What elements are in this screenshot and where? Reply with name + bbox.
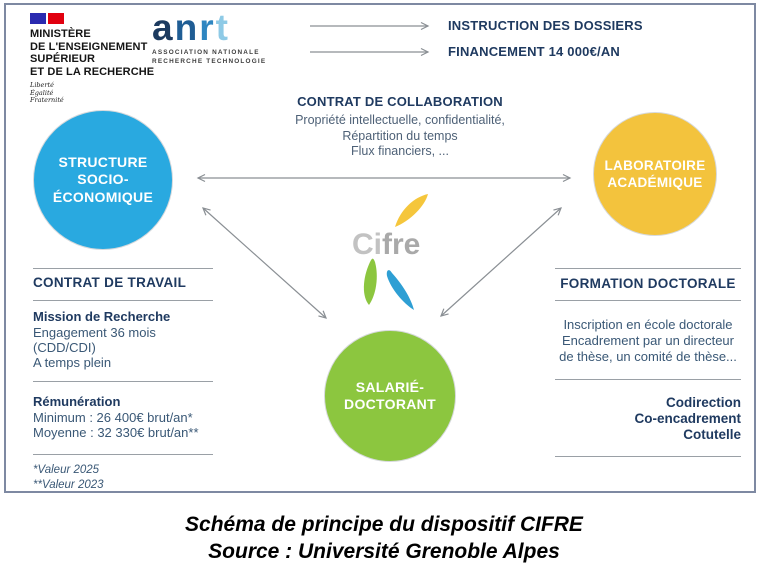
footnote: *Valeur 2025: [33, 464, 100, 476]
flag-red-block: [48, 13, 64, 24]
anrt-subtitle-line: ASSOCIATION NATIONALE: [152, 49, 260, 56]
formation-doctorale-title: FORMATION DOCTORALE: [560, 276, 736, 291]
divider: [33, 268, 213, 269]
remuneration-title: Rémunération: [33, 394, 121, 409]
divider: [33, 454, 213, 455]
figure-caption: Schéma de principe du dispositif CIFRE S…: [0, 511, 768, 565]
anrt-letter: t: [215, 7, 230, 48]
divider: [555, 379, 741, 380]
formation-option: Cotutelle: [683, 427, 741, 442]
anrt-subtitle-line: RECHERCHE TECHNOLOGIE: [152, 57, 267, 65]
mission-line: Engagement 36 mois: [33, 325, 156, 340]
anrt-wordmark: anrt: [152, 7, 266, 48]
ministry-name-line: SUPÉRIEUR: [30, 53, 96, 65]
formation-line: Encadrement par un directeur: [562, 333, 734, 348]
ministry-motto: Liberté Égalité Fraternité: [30, 81, 154, 105]
divider: [33, 300, 213, 301]
flag-blue-block: [30, 13, 46, 24]
mission-line: A temps plein: [33, 355, 112, 370]
node-label-line: ÉCONOMIQUE: [52, 188, 154, 205]
divider: [555, 300, 741, 301]
ministry-name-line: DE L'ENSEIGNEMENT: [30, 40, 148, 53]
label-financement: FINANCEMENT 14 000€/AN: [448, 44, 620, 59]
formation-line: de thèse, un comité de thèse...: [559, 349, 737, 364]
anrt-letter: n: [174, 7, 200, 48]
formation-option: Codirection: [665, 395, 741, 410]
caption-title: Schéma de principe du dispositif CIFRE: [185, 513, 583, 536]
collaboration-line: Propriété intellectuelle, confidentialit…: [295, 113, 505, 127]
collaboration-line: Flux financiers, ...: [351, 144, 449, 158]
divider: [33, 381, 213, 382]
node-label-line: LABORATOIRE: [604, 158, 706, 173]
motto-line: Liberté: [30, 81, 54, 89]
formation-option: Co-encadrement: [634, 411, 741, 426]
node-label-line: DOCTORANT: [344, 396, 436, 412]
node-label-line: SALARIÉ-: [355, 378, 425, 395]
anrt-subtitle: ASSOCIATION NATIONALE RECHERCHE TECHNOLO…: [152, 49, 266, 66]
divider: [555, 456, 741, 457]
cifre-petal-yellow: [395, 194, 428, 227]
anrt-logo: anrt ASSOCIATION NATIONALE RECHERCHE TEC…: [152, 7, 266, 66]
node-label-line: STRUCTURE: [58, 153, 148, 170]
node-salarie-doctorant: SALARIÉ- DOCTORANT: [324, 330, 456, 462]
collaboration-line: Répartition du temps: [342, 128, 458, 143]
cifre-logo: Cifre: [352, 194, 428, 310]
anrt-letter: r: [199, 7, 216, 48]
remuneration-line: Moyenne : 32 330€ brut/an**: [33, 425, 199, 440]
node-structure-socio-economique: STRUCTURE SOCIO- ÉCONOMIQUE: [33, 110, 173, 250]
node-label-line: ACADÉMIQUE: [607, 175, 703, 190]
cifre-wordmark: Cifre: [352, 228, 420, 261]
footnote: **Valeur 2023: [33, 479, 104, 491]
ministry-logo: MINISTÈRE DE L'ENSEIGNEMENT SUPÉRIEUR ET…: [30, 13, 154, 105]
contrat-collaboration-title: CONTRAT DE COLLABORATION: [297, 94, 503, 109]
divider: [555, 268, 741, 269]
motto-line: Fraternité: [30, 96, 64, 104]
ministry-name: MINISTÈRE DE L'ENSEIGNEMENT SUPÉRIEUR ET…: [30, 28, 154, 78]
french-flag-icon: [30, 13, 154, 24]
formation-line: Inscription en école doctorale: [563, 317, 733, 332]
mission-line: (CDD/CDI): [33, 340, 96, 355]
motto-line: Égalité: [30, 88, 54, 97]
ministry-name-line: MINISTÈRE: [30, 28, 91, 40]
caption-source: Source : Université Grenoble Alpes: [208, 540, 560, 563]
cifre-petal-blue: [386, 270, 414, 310]
label-instruction-dossiers: INSTRUCTION DES DOSSIERS: [448, 18, 643, 33]
anrt-letter: a: [152, 7, 175, 48]
contrat-travail-title: CONTRAT DE TRAVAIL: [33, 275, 187, 290]
node-label-line: SOCIO-: [77, 171, 129, 188]
mission-recherche-title: Mission de Recherche: [33, 309, 171, 324]
remuneration-line: Minimum : 26 400€ brut/an*: [33, 410, 193, 425]
cifre-petal-green: [363, 258, 377, 305]
node-laboratoire-academique: LABORATOIRE ACADÉMIQUE: [593, 112, 717, 236]
contrat-collaboration-block: CONTRAT DE COLLABORATION Propriété intel…: [234, 94, 566, 160]
ministry-name-line: ET DE LA RECHERCHE: [30, 65, 155, 78]
